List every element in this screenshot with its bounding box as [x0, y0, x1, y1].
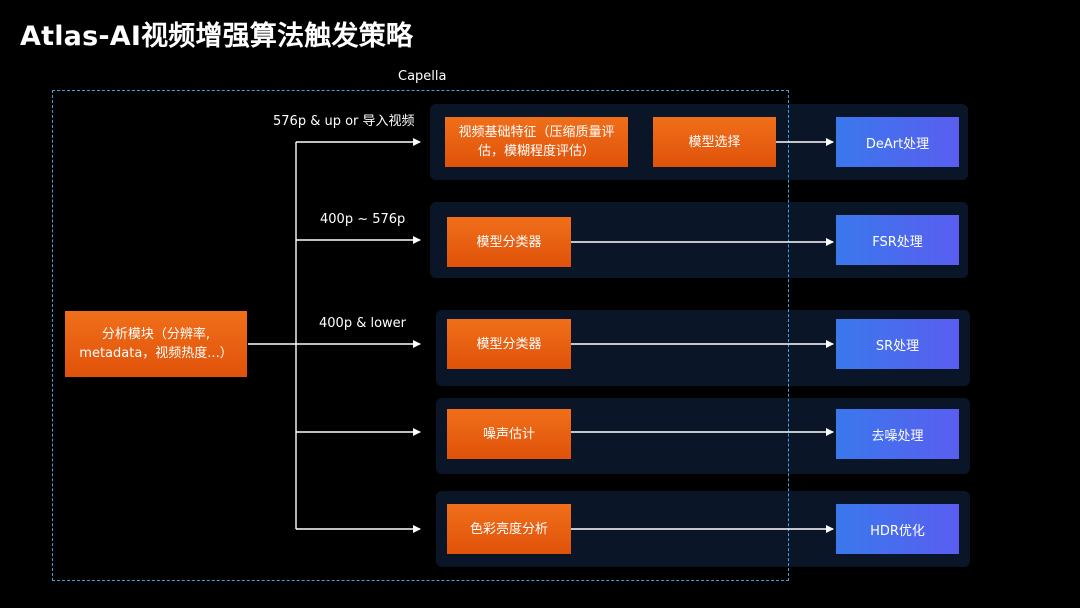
hdr-optimization-box: HDR优化: [836, 504, 959, 554]
feature-extraction-line2: 估，模糊程度评估）: [477, 144, 595, 159]
model-classifier-box-fsr: 模型分类器: [447, 217, 571, 267]
branch-label-2: 400p ~ 576p: [320, 212, 406, 227]
deart-process-box: DeArt处理: [836, 117, 959, 167]
branch-label-1: 576p & up or 导入视频: [273, 114, 415, 129]
fsr-process-box: FSR处理: [836, 215, 959, 265]
model-selection-box: 模型选择: [653, 117, 776, 167]
page-title: Atlas-AI视频增强算法触发策略: [20, 21, 414, 52]
analysis-module-line1: 分析模块（分辨率,: [101, 327, 211, 342]
branch-label-3: 400p & lower: [319, 316, 407, 331]
capella-label: Capella: [398, 69, 447, 84]
color-brightness-analysis-box: 色彩亮度分析: [447, 504, 571, 554]
sr-process-box: SR处理: [836, 319, 959, 369]
model-classifier-box-sr: 模型分类器: [447, 319, 571, 369]
analysis-module-box: 分析模块（分辨率, metadata，视频热度...）: [65, 311, 247, 377]
noise-estimation-box: 噪声估计: [447, 409, 571, 459]
analysis-module-line2: metadata，视频热度...）: [79, 346, 233, 361]
denoise-process-box: 去噪处理: [836, 409, 959, 459]
feature-extraction-box: 视频基础特征（压缩质量评 估，模糊程度评估）: [445, 117, 628, 167]
feature-extraction-line1: 视频基础特征（压缩质量评: [458, 125, 615, 140]
